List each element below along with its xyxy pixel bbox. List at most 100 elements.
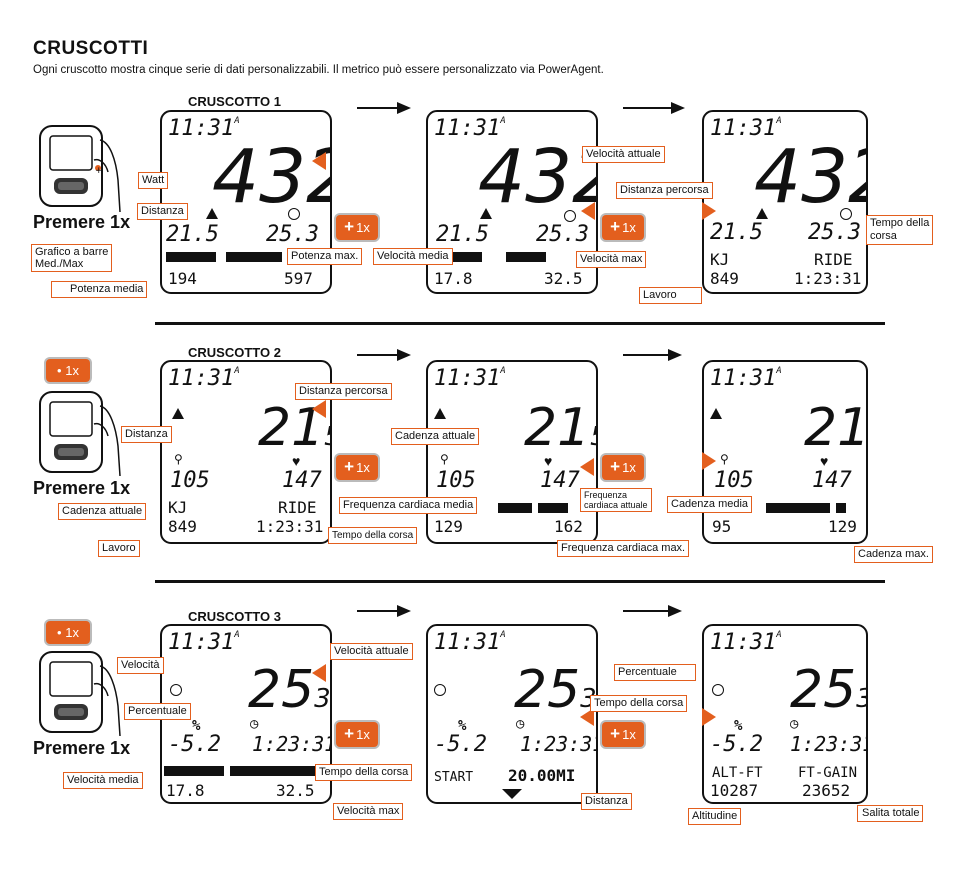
section-title-cruscotto-3: CRUSCOTTO 3: [188, 609, 281, 624]
plus-icon: +: [610, 724, 621, 743]
speed-gauge-icon: [712, 684, 724, 696]
speed-value: 253: [514, 660, 597, 720]
callout-velocita-max: Velocità max: [333, 803, 404, 820]
time-display: 11:31A: [168, 116, 240, 141]
lcd-screen: 11:31A 215 ⚲ ♥ 105 147 95 129: [702, 360, 868, 544]
lcd-screen: 11:31A 253 % ◷ -5.2 1:23:31 ALT-FT FT-GA…: [702, 624, 868, 804]
bar-graph: [538, 503, 568, 513]
distance-icon: [172, 408, 184, 419]
bar-graph: [230, 766, 322, 776]
plus-button-pill: +1x: [336, 455, 378, 480]
ride-time-value: 1:23:31: [520, 732, 598, 756]
plus-button-pill: +1x: [602, 722, 644, 747]
plus-icon: +: [344, 457, 355, 476]
plus-icon: +: [610, 457, 621, 476]
start-label: START: [434, 770, 474, 785]
arrow-right-icon: [623, 102, 685, 114]
time-display: 11:31A: [434, 116, 506, 141]
max-speed-value: 32.5: [544, 269, 583, 288]
cadence-icon: ⚲: [440, 452, 449, 466]
callout-percentuale: Percentuale: [614, 664, 696, 681]
power-value: 432: [478, 134, 596, 220]
callout-velocita-max: Velocità max: [576, 251, 647, 268]
heart-rate-value: 147: [812, 468, 852, 493]
max-cadence-value: 129: [828, 517, 857, 536]
callout-distanza: Distanza: [121, 426, 172, 443]
speed-value: 25.3: [808, 220, 861, 245]
speed-value: 253: [790, 660, 866, 720]
avg-heart-rate-value: 129: [434, 517, 463, 536]
pointer-left-icon: [581, 202, 595, 220]
grade-value: -5.2: [710, 732, 763, 757]
speed-gauge-icon: [434, 684, 446, 696]
cadence-icon: ⚲: [174, 452, 183, 466]
callout-potenza-max: Potenza max.: [287, 248, 363, 265]
clock-icon: ◷: [250, 716, 259, 732]
bar-graph: [432, 252, 482, 262]
distance-icon: [480, 208, 492, 219]
pointer-left-icon: [580, 458, 594, 476]
lcd-screen: 11:31A 432 21.5 25.3 17.8 32.5: [426, 110, 598, 294]
work-unit: KJ: [710, 250, 730, 269]
distance-icon: [434, 408, 446, 419]
max-heart-rate-value: 162: [554, 517, 583, 536]
callout-velocita-media: Velocità media: [63, 772, 143, 789]
time-display: 11:31A: [434, 366, 506, 391]
ride-time-value: 1:23:31: [252, 732, 332, 756]
avg-cadence-value: 95: [712, 517, 732, 536]
distance-icon: [206, 208, 218, 219]
lcd-screen: 11:31A 253 % ◷ -5.2 1:23:31 START 20.00M…: [426, 624, 598, 804]
plus-pill-label: 1x: [622, 727, 636, 742]
callout-tempo-corsa: Tempo della corsa: [315, 764, 413, 781]
speed-gauge-icon: [288, 208, 300, 220]
callout-distanza-percorsa: Distanza percorsa: [295, 383, 392, 400]
cadence-value: 105: [170, 468, 210, 493]
callout-cadenza-max: Cadenza max.: [854, 546, 933, 563]
plus-pill-label: 1x: [622, 220, 636, 235]
bike-computer-device-icon: [39, 651, 121, 737]
bar-graph: [164, 766, 224, 776]
power-value: 432: [754, 134, 866, 220]
avg-speed-value: 17.8: [166, 781, 205, 800]
plus-pill-label: 1x: [356, 460, 370, 475]
time-display: 11:31A: [710, 116, 782, 141]
heart-icon: ♥: [820, 453, 829, 469]
plus-button-pill: +1x: [336, 722, 378, 747]
arrow-right-icon: [357, 349, 411, 361]
plus-icon: +: [344, 724, 355, 743]
pointer-right-icon: [702, 452, 716, 470]
time-display: 11:31A: [168, 630, 240, 655]
callout-cadenza-media: Cadenza media: [667, 496, 753, 513]
bar-graph: [766, 503, 830, 513]
page-title: CRUSCOTTI: [33, 38, 149, 59]
callout-tempo-corsa: Tempo della corsa: [590, 695, 688, 712]
power-value: 432: [212, 134, 330, 220]
time-display: 11:31A: [434, 630, 506, 655]
work-unit: KJ: [168, 498, 188, 517]
lcd-screen: 11:31A 215 ⚲ ♥ 105 147 KJ RIDE 849 1:23:…: [160, 360, 332, 544]
plus-icon: +: [610, 217, 621, 236]
pointer-left-icon: [312, 400, 326, 418]
bike-computer-device-icon: [39, 391, 121, 477]
lcd-screen: 11:31A 432 21.5 25.3 194 597: [160, 110, 332, 294]
instruction-premere: Premere 1x: [33, 478, 131, 498]
percent-symbol: %: [192, 718, 201, 734]
speed-value: 253: [248, 660, 331, 720]
pointer-left-icon: [312, 664, 326, 682]
pointer-left-icon: [580, 708, 594, 726]
bar-graph: [226, 252, 282, 262]
callout-watt: Watt: [138, 172, 169, 189]
callout-distanza: Distanza: [581, 793, 632, 810]
percent-symbol: %: [734, 718, 743, 734]
pointer-left-icon: [312, 152, 326, 170]
arrow-right-icon: [357, 605, 411, 617]
time-display: 11:31A: [710, 630, 782, 655]
callout-tempo-corsa: Tempo della corsa: [328, 527, 418, 544]
cadence-value: 105: [436, 468, 476, 493]
heart-icon: ♥: [292, 453, 301, 469]
down-arrow-icon: [502, 789, 522, 799]
pointer-right-icon: [702, 202, 716, 220]
altitude-value: 10287: [710, 781, 759, 800]
section-title-cruscotto-1: CRUSCOTTO 1: [188, 94, 281, 109]
page-subtitle: Ogni cruscotto mostra cinque serie di da…: [33, 64, 604, 76]
